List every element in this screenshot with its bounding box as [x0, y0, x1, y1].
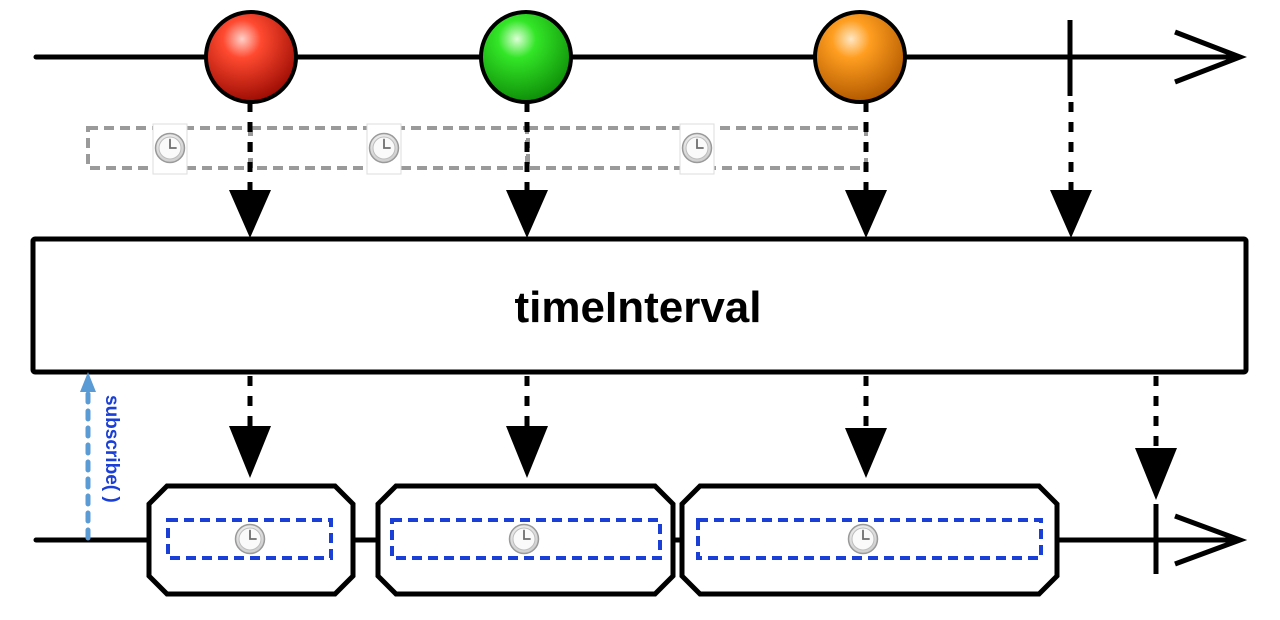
- marble-orange: [813, 10, 907, 104]
- clock-icon: [234, 523, 266, 555]
- operator-label: timeInterval: [515, 283, 762, 332]
- input-connectors: [247, 102, 1074, 190]
- clock-icon: [847, 523, 879, 555]
- clock-icon: [681, 132, 713, 164]
- arrowhead: [1135, 448, 1177, 500]
- arrowhead: [1050, 190, 1092, 238]
- arrowhead: [506, 190, 548, 238]
- interval-brackets: [86, 126, 868, 170]
- marble-green: [479, 10, 573, 104]
- arrowhead: [845, 428, 887, 478]
- output-items: [146, 483, 1060, 597]
- arrowhead: [229, 190, 271, 238]
- clock-icon: [154, 132, 186, 164]
- output-arrowheads: [229, 426, 1177, 500]
- output-item-2: [375, 483, 676, 597]
- subscribe-arrow: subscribe( ): [80, 372, 122, 541]
- clock-icon: [368, 132, 400, 164]
- subscribe-label: subscribe( ): [101, 395, 122, 503]
- arrowhead: [845, 190, 887, 238]
- input-marbles: [204, 10, 907, 104]
- input-arrowheads: [229, 190, 1092, 238]
- arrowhead: [229, 426, 271, 478]
- operator-box: timeInterval: [30, 236, 1249, 375]
- output-item-1: [146, 483, 356, 597]
- output-item-3: [679, 483, 1060, 597]
- arrowhead: [506, 426, 548, 478]
- marble-red: [204, 10, 298, 104]
- interval-clocks: [152, 123, 715, 175]
- output-connectors: [247, 376, 1159, 448]
- clock-icon: [508, 523, 540, 555]
- arrowhead: [80, 372, 96, 392]
